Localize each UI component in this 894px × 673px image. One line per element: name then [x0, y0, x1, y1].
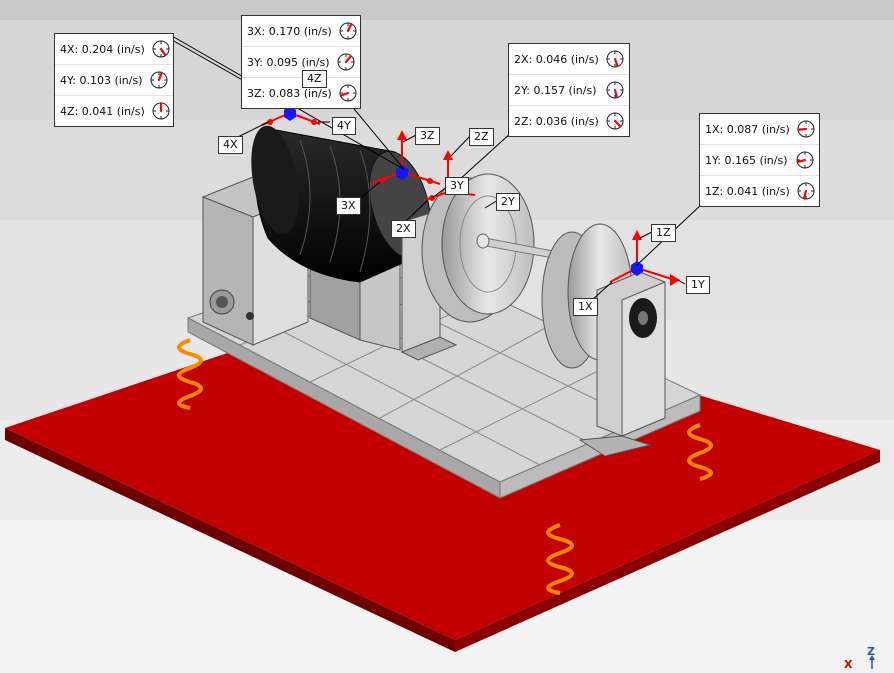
phase-dial-icon	[797, 120, 815, 138]
reading-label: 4Z: 0.041 (in/s)	[60, 104, 145, 118]
reading-label: 2Y: 0.157 (in/s)	[514, 83, 597, 97]
axis-tag-2y[interactable]: 2Y	[496, 193, 520, 211]
phase-dial-icon	[152, 102, 170, 120]
measurement-point-1[interactable]	[609, 230, 680, 286]
reading-label: 1Z: 0.041 (in/s)	[705, 184, 790, 198]
phase-dial-icon	[796, 151, 814, 169]
phase-dial-icon	[150, 71, 168, 89]
triad-x-label: X	[844, 658, 853, 671]
reading-1x: 1X: 0.087 (in/s)	[700, 114, 819, 145]
reading-4x: 4X: 0.204 (in/s)	[55, 34, 173, 65]
axis-tag-4x[interactable]: 4X	[218, 136, 243, 154]
phase-dial-icon	[152, 40, 170, 58]
axis-tag-3x[interactable]: 3X	[336, 197, 361, 215]
phase-dial-icon	[339, 84, 357, 102]
axis-tag-3y[interactable]: 3Y	[445, 177, 469, 195]
reading-3y: 3Y: 0.095 (in/s)	[242, 47, 360, 78]
reading-2x: 2X: 0.046 (in/s)	[509, 44, 629, 75]
spring-front	[546, 523, 574, 595]
reading-2z: 2Z: 0.036 (in/s)	[509, 106, 629, 136]
phase-dial-icon	[606, 50, 624, 68]
reading-label: 2Z: 0.036 (in/s)	[514, 114, 599, 128]
phase-dial-icon	[606, 81, 624, 99]
spring-front-left	[177, 338, 203, 410]
callout-point-1: 1X: 0.087 (in/s) 1Y: 0.165 (in/s) 1Z: 0.…	[699, 113, 820, 207]
reading-4z: 4Z: 0.041 (in/s)	[55, 96, 173, 126]
axis-tag-1z[interactable]: 1Z	[651, 224, 676, 242]
callout-point-3: 3X: 0.170 (in/s) 3Y: 0.095 (in/s) 3Z: 0.…	[241, 15, 361, 109]
spring-right	[687, 423, 713, 481]
reading-label: 3Y: 0.095 (in/s)	[247, 55, 330, 69]
axis-tag-4z[interactable]: 4Z	[302, 70, 327, 88]
reading-label: 3Z: 0.083 (in/s)	[247, 86, 332, 100]
reading-2y: 2Y: 0.157 (in/s)	[509, 75, 629, 106]
phase-dial-icon	[606, 112, 624, 130]
axis-tag-1x[interactable]: 1X	[573, 298, 598, 316]
bearing-pedestal-1	[578, 271, 666, 457]
reading-4y: 4Y: 0.103 (in/s)	[55, 65, 173, 96]
axis-tag-3z[interactable]: 3Z	[415, 127, 440, 145]
axis-tag-4y[interactable]: 4Y	[332, 117, 356, 135]
triad-axes-icon	[869, 655, 875, 669]
measurement-point-3[interactable]	[369, 130, 441, 185]
reading-3x: 3X: 0.170 (in/s)	[242, 16, 360, 47]
reading-1z: 1Z: 0.041 (in/s)	[700, 176, 819, 206]
view-orientation-triad[interactable]: Z X	[838, 645, 888, 671]
phase-dial-icon	[337, 53, 355, 71]
axis-tag-2x[interactable]: 2X	[391, 220, 416, 238]
callout-point-2: 2X: 0.046 (in/s) 2Y: 0.157 (in/s) 2Z: 0.…	[508, 43, 630, 137]
reading-label: 1X: 0.087 (in/s)	[705, 122, 790, 136]
phase-dial-icon	[339, 22, 357, 40]
axis-tag-1y[interactable]: 1Y	[686, 276, 710, 294]
reading-label: 2X: 0.046 (in/s)	[514, 52, 599, 66]
reading-label: 1Y: 0.165 (in/s)	[705, 153, 788, 167]
reading-label: 4X: 0.204 (in/s)	[60, 42, 145, 56]
reading-1y: 1Y: 0.165 (in/s)	[700, 145, 819, 176]
reading-label: 3X: 0.170 (in/s)	[247, 24, 332, 38]
axis-tag-2z[interactable]: 2Z	[469, 128, 494, 146]
isolator-springs	[177, 338, 713, 595]
reading-label: 4Y: 0.103 (in/s)	[60, 73, 143, 87]
phase-dial-icon	[797, 182, 815, 200]
callout-point-4: 4X: 0.204 (in/s) 4Y: 0.103 (in/s) 4Z: 0.…	[54, 33, 174, 127]
triad-z-label: Z	[867, 645, 875, 658]
reading-3z: 3Z: 0.083 (in/s)	[242, 78, 360, 108]
